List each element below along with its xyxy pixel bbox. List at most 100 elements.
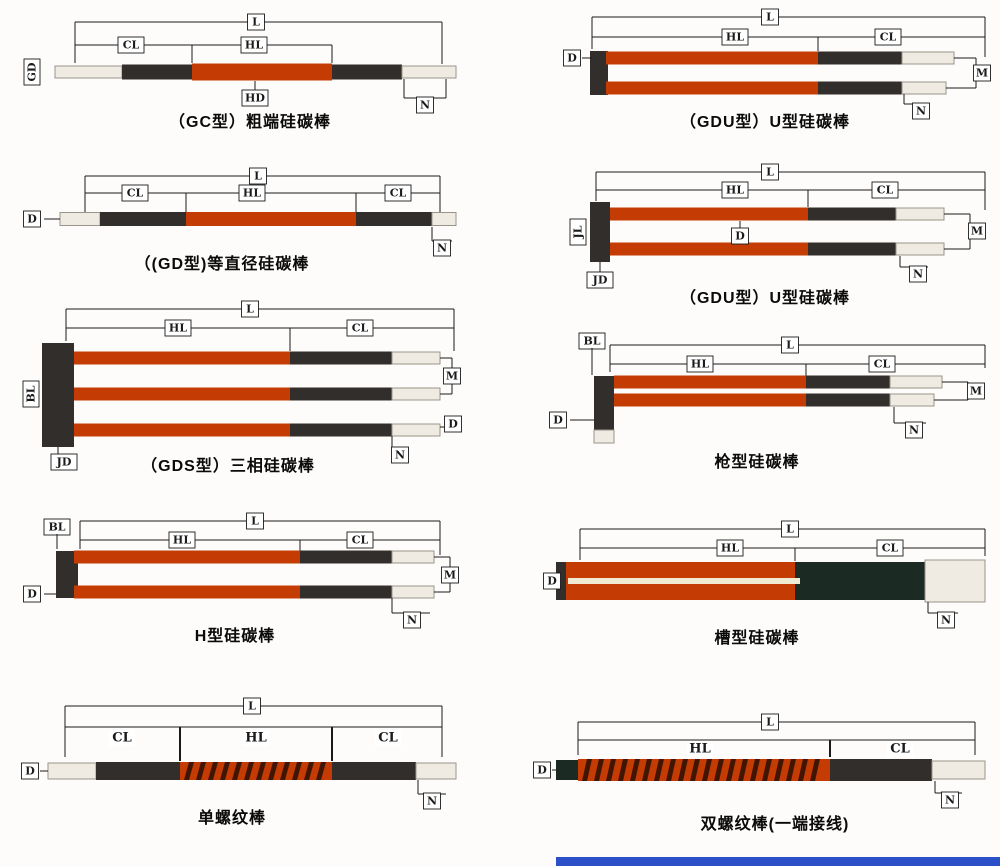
label-box bbox=[22, 380, 40, 408]
label-CL: CL bbox=[352, 534, 369, 547]
thread-groove bbox=[654, 759, 664, 781]
rod-segment-dark bbox=[806, 393, 890, 407]
label-CL: CL bbox=[123, 39, 140, 52]
rod-segment-hot bbox=[610, 242, 808, 256]
rod-segment-hot bbox=[74, 585, 300, 599]
caption-gc-thick-end-rod: （GC型）粗端硅碳棒 bbox=[168, 114, 332, 131]
label-CL: CL bbox=[882, 542, 899, 555]
label-CL: CL bbox=[352, 322, 369, 335]
rod-segment-end bbox=[895, 242, 945, 256]
thread-groove bbox=[208, 762, 218, 780]
thread-groove bbox=[220, 762, 230, 780]
rod-segment-end bbox=[415, 762, 457, 780]
label-JD: JD bbox=[56, 456, 72, 469]
caption-h-type: H型硅碳棒 bbox=[194, 628, 276, 645]
label-box bbox=[686, 355, 714, 373]
label-box bbox=[569, 218, 587, 246]
thread-groove bbox=[702, 759, 712, 781]
rod-block-dark bbox=[56, 551, 78, 598]
rod-segment-dark bbox=[300, 585, 392, 599]
thread-groove bbox=[750, 759, 760, 781]
label-D: D bbox=[553, 414, 563, 427]
label-box bbox=[967, 382, 985, 400]
label-bg bbox=[109, 730, 135, 746]
label-box bbox=[731, 227, 749, 245]
label-CL: CL bbox=[378, 731, 398, 746]
label-N: N bbox=[437, 242, 447, 255]
rod-block-grv bbox=[795, 562, 925, 600]
label-HL: HL bbox=[243, 187, 261, 200]
label-box bbox=[761, 8, 779, 26]
thread-groove bbox=[594, 759, 604, 781]
label-N: N bbox=[395, 449, 405, 462]
label-L: L bbox=[252, 16, 260, 29]
rod-segment-hot bbox=[74, 550, 300, 564]
label-D: D bbox=[537, 764, 547, 777]
rod-segment-dark bbox=[290, 387, 392, 401]
label-box bbox=[346, 319, 374, 337]
rod-segment-end bbox=[59, 212, 101, 226]
label-M: M bbox=[444, 569, 456, 582]
label-box bbox=[761, 713, 779, 731]
label-box bbox=[243, 697, 261, 715]
rod-segment-dark bbox=[830, 759, 932, 781]
label-JD: JD bbox=[592, 274, 608, 287]
label-CL: CL bbox=[880, 31, 897, 44]
label-L: L bbox=[786, 339, 794, 352]
label-box bbox=[973, 64, 991, 82]
label-D: D bbox=[27, 588, 37, 601]
rod-segment-hot bbox=[606, 81, 818, 95]
rod-segment-end bbox=[54, 65, 123, 79]
label-CL: CL bbox=[890, 742, 910, 757]
label-box bbox=[781, 520, 799, 538]
label-CL: CL bbox=[112, 731, 132, 746]
thread-groove bbox=[232, 762, 242, 780]
rod-segment-hot bbox=[614, 393, 806, 407]
rod-segment-end bbox=[931, 760, 986, 780]
label-bg bbox=[887, 741, 913, 757]
rod-segment-end bbox=[901, 51, 955, 65]
label-L: L bbox=[766, 11, 774, 24]
label-D: D bbox=[567, 52, 577, 65]
label-box bbox=[391, 446, 409, 464]
label-box bbox=[50, 453, 78, 471]
label-box bbox=[346, 531, 374, 549]
label-box bbox=[716, 539, 744, 557]
thread-groove bbox=[244, 762, 254, 780]
thread-groove bbox=[196, 762, 206, 780]
caption-gd-equal-diameter: （(GD型)等直径硅碳棒 bbox=[134, 256, 310, 273]
label-box bbox=[549, 411, 567, 429]
label-box bbox=[721, 28, 749, 46]
label-box bbox=[247, 13, 265, 31]
rod-segment-dark bbox=[332, 762, 416, 780]
label-HL: HL bbox=[173, 534, 191, 547]
label-box bbox=[249, 167, 267, 185]
label-N: N bbox=[941, 614, 951, 627]
rod-segment-dark bbox=[332, 64, 402, 80]
label-box bbox=[403, 611, 421, 629]
rod-segment-hot bbox=[192, 63, 332, 81]
label-L: L bbox=[248, 700, 256, 713]
label-N: N bbox=[945, 794, 955, 807]
rod-segment-hot bbox=[74, 423, 290, 437]
rod-segment-end bbox=[47, 762, 97, 780]
label-bg bbox=[243, 730, 269, 746]
bottom-blue-bar bbox=[556, 857, 1000, 866]
label-box bbox=[563, 49, 581, 67]
label-box bbox=[23, 210, 41, 228]
label-L: L bbox=[254, 170, 262, 183]
label-HL: HL bbox=[726, 184, 744, 197]
rod-segment-hot bbox=[74, 351, 290, 365]
thread-groove bbox=[606, 759, 616, 781]
label-box bbox=[164, 319, 192, 337]
label-L: L bbox=[786, 523, 794, 536]
caption-double-thread: 双螺纹棒(一端接线) bbox=[700, 816, 850, 833]
rod-segment-dark bbox=[808, 242, 896, 256]
label-HL: HL bbox=[245, 731, 266, 746]
rod-block-end bbox=[924, 559, 986, 603]
